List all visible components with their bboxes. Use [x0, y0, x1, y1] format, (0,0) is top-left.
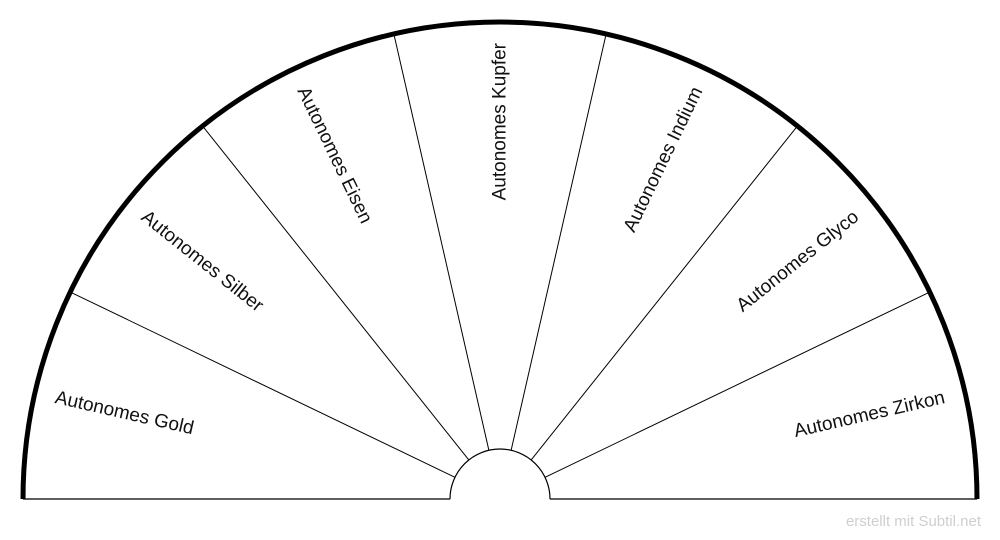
outer-arc — [20, 19, 980, 500]
segment-label: Autonomes Silber — [137, 206, 268, 316]
credit-text: erstellt mit Subtil.net — [845, 513, 981, 530]
segment-divider — [530, 125, 798, 461]
segment-divider — [544, 291, 930, 478]
segment-label: Autonomes Kupfer — [490, 42, 511, 200]
segment-label: Autonomes Zirkon — [792, 387, 947, 442]
segment-divider — [202, 125, 470, 461]
segment-divider — [70, 291, 456, 478]
segment-dividers — [70, 33, 930, 478]
inner-arc — [449, 448, 551, 500]
segment-label: Autonomes Gold — [53, 387, 196, 439]
segment-label: Autonomes Eisen — [293, 84, 377, 227]
segment-divider — [510, 33, 607, 451]
segment-label: Autonomes Glyco — [733, 206, 863, 316]
segment-divider — [393, 33, 490, 451]
segment-label: Autonomes Indium — [620, 84, 708, 236]
